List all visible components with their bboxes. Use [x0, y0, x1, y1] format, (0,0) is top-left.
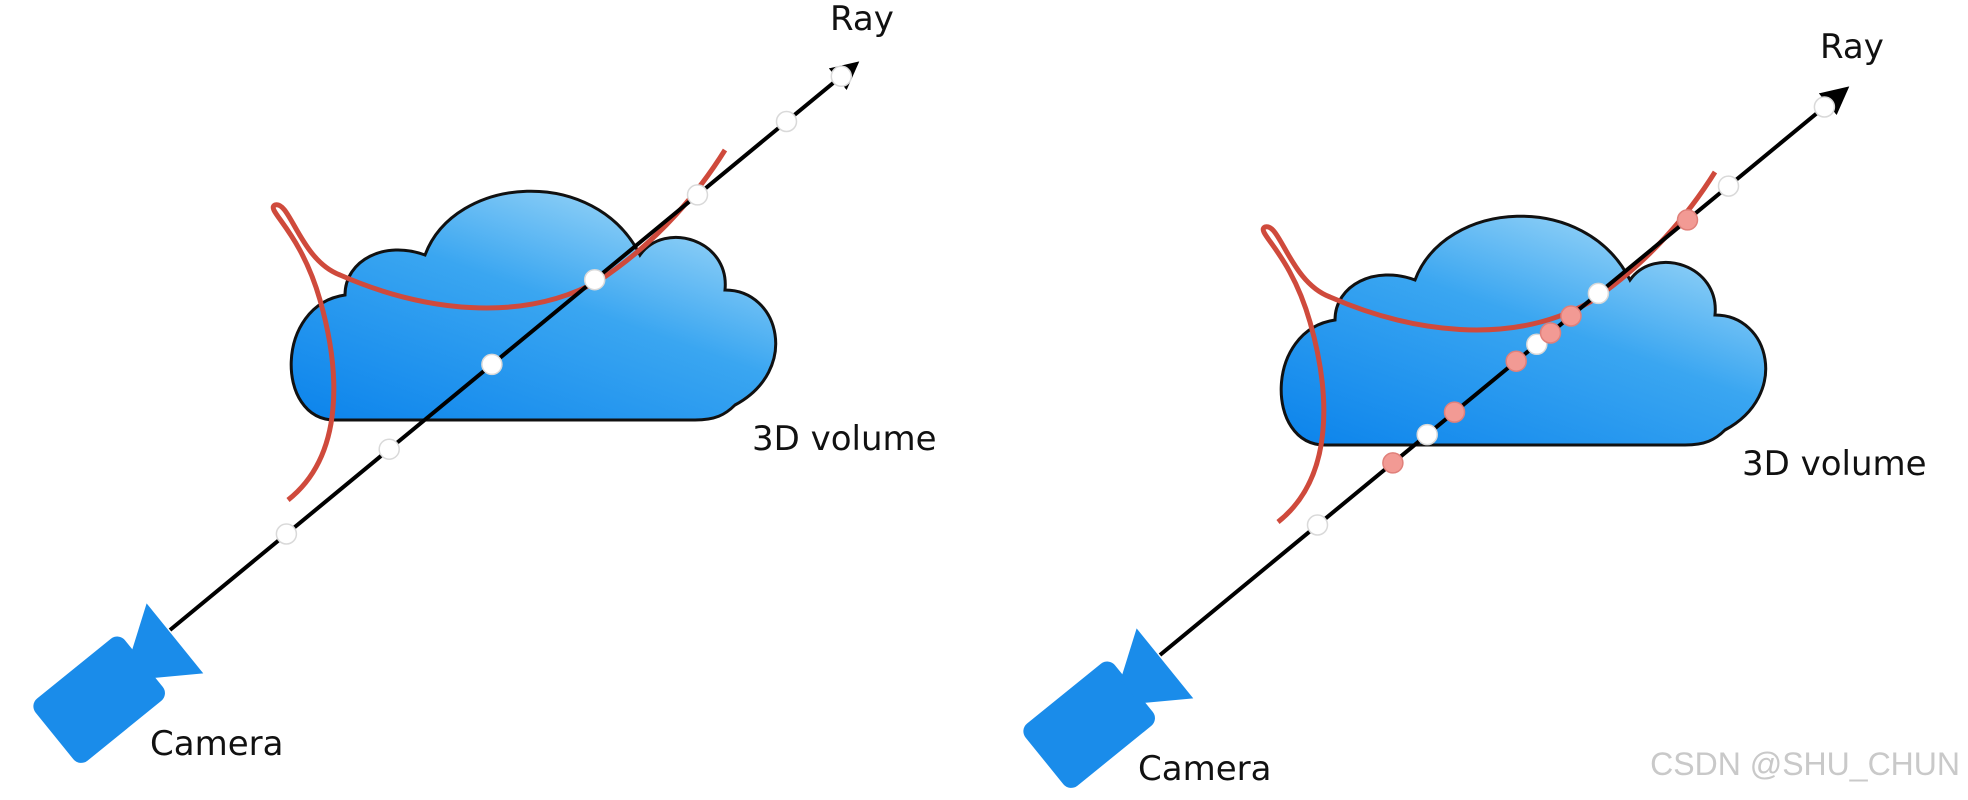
panel-uniform-sampling: Ray 3D volume Camera — [26, 0, 936, 771]
sample-point-coarse — [688, 185, 708, 205]
panel-importance-sampling: Ray 3D volume Camera — [1016, 27, 1926, 796]
sample-point-fine — [1506, 351, 1526, 371]
ray-label: Ray — [830, 0, 894, 39]
sample-point-coarse — [1588, 283, 1608, 303]
sample-point-coarse — [276, 524, 296, 544]
ray-label: Ray — [1820, 27, 1884, 67]
sample-point-coarse — [585, 270, 605, 290]
sample-point-coarse — [482, 354, 502, 374]
sample-point-fine — [1678, 210, 1698, 230]
sample-point-fine — [1445, 402, 1465, 422]
volume-cloud — [1281, 216, 1766, 445]
sample-point-coarse — [1814, 97, 1834, 117]
sample-point-coarse — [1417, 425, 1437, 445]
sample-point-coarse — [1719, 176, 1739, 196]
sample-point-fine — [1383, 453, 1403, 473]
sample-point-coarse — [831, 66, 851, 86]
camera-label: Camera — [1138, 749, 1271, 789]
sample-point-coarse — [1308, 515, 1328, 535]
sample-point-fine — [1541, 323, 1561, 343]
sample-point-coarse — [777, 112, 797, 132]
sample-point-coarse — [379, 439, 399, 459]
sample-point-fine — [1561, 306, 1581, 326]
volume-label: 3D volume — [752, 419, 937, 459]
volume-label: 3D volume — [1742, 444, 1927, 484]
camera-label: Camera — [150, 724, 283, 764]
watermark: CSDN @SHU_CHUN — [1650, 746, 1960, 782]
